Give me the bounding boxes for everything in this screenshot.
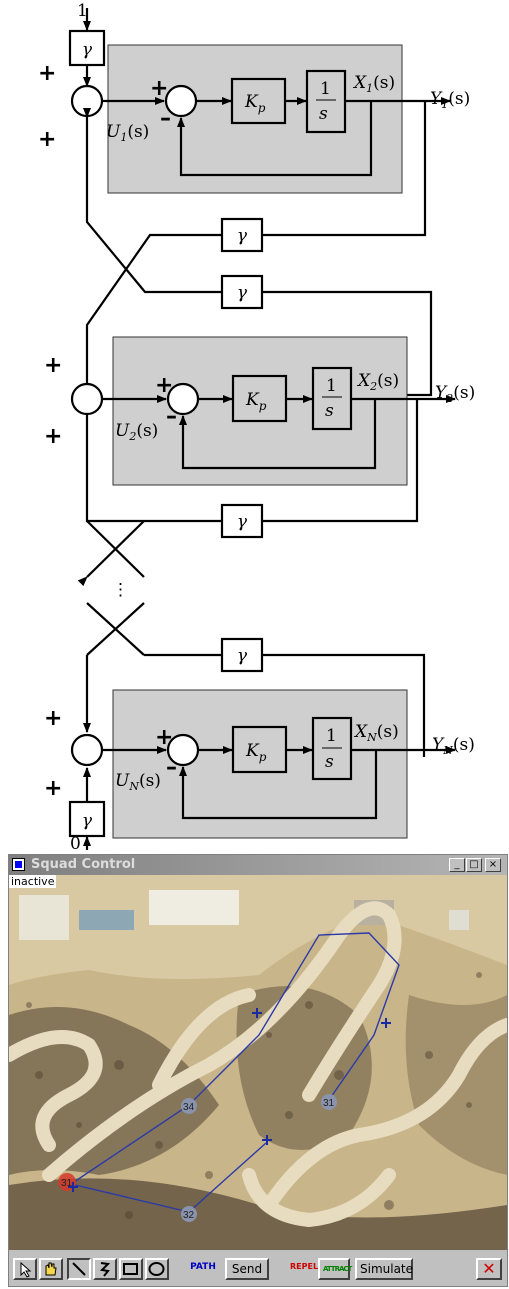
vegetation-texture xyxy=(26,972,482,1219)
svg-text:s: s xyxy=(325,401,334,421)
plus-sign: + xyxy=(38,61,56,86)
plus-sign: + xyxy=(155,725,173,750)
pointer-icon[interactable] xyxy=(13,1258,37,1280)
svg-text:YN(s): YN(s) xyxy=(432,735,475,757)
curve-icon[interactable] xyxy=(93,1258,117,1280)
svg-text:Y2(s): Y2(s) xyxy=(435,383,475,405)
summing-junction-1 xyxy=(70,84,104,118)
minimize-button[interactable]: _ xyxy=(449,858,465,872)
path-button[interactable]: PATH xyxy=(185,1258,221,1280)
signal-labels: U1(s) X1(s) Y1(s) U2(s) X2(s) Y2(s) UN(s… xyxy=(106,73,475,793)
status-label: inactive xyxy=(9,875,57,888)
svg-text:31: 31 xyxy=(323,1098,335,1109)
gamma-label: γ xyxy=(237,283,248,303)
plus-sign: + xyxy=(155,373,173,398)
minus-sign: – xyxy=(166,755,177,780)
ellipse-icon[interactable] xyxy=(145,1258,169,1280)
attract-button[interactable]: ATTRACT xyxy=(318,1258,352,1280)
svg-text:X2(s): X2(s) xyxy=(356,371,399,393)
integrator-block-2 xyxy=(311,366,353,431)
ellipsis: ⋮ xyxy=(112,580,129,600)
svg-text:Kp: Kp xyxy=(245,390,267,413)
send-button[interactable]: Send xyxy=(225,1258,269,1280)
waypoint-markers[interactable]: 31 34 31 32 xyxy=(58,1008,391,1222)
hand-icon[interactable] xyxy=(39,1258,63,1280)
gamma-gain-top xyxy=(68,29,106,67)
kp-label: Kp Kp Kp xyxy=(244,92,267,764)
simulate-button[interactable]: Simulate xyxy=(355,1258,413,1280)
plus-sign: + xyxy=(44,353,62,378)
window-title: Squad Control xyxy=(31,857,136,872)
svg-text:Kp: Kp xyxy=(245,741,267,764)
kp-block-2 xyxy=(231,374,288,423)
svg-text:34: 34 xyxy=(183,1102,195,1113)
kp-block-1 xyxy=(230,77,287,125)
kp-block-n xyxy=(231,725,288,774)
svg-text:1: 1 xyxy=(326,726,337,746)
maximize-button[interactable]: □ xyxy=(466,858,482,872)
svg-text:32: 32 xyxy=(183,1210,195,1221)
plus-sign: + xyxy=(44,706,62,731)
gamma-label: γ xyxy=(237,226,248,246)
gamma-gain-bottom xyxy=(68,800,106,838)
svg-text:Kp: Kp xyxy=(244,92,266,115)
svg-text:1: 1 xyxy=(320,79,331,99)
red-x-icon[interactable]: ✕ xyxy=(476,1258,502,1280)
gamma-label: γ xyxy=(82,40,93,60)
gamma-gain-2 xyxy=(220,274,264,310)
bottom-input-label: 0 xyxy=(70,834,81,850)
svg-text:U1(s): U1(s) xyxy=(106,122,149,144)
repel-button[interactable]: REPEL xyxy=(287,1258,319,1280)
svg-text:Y1(s): Y1(s) xyxy=(430,89,470,111)
svg-text:1: 1 xyxy=(326,376,337,396)
gamma-label: γ xyxy=(82,811,93,831)
minus-sign: – xyxy=(166,404,177,429)
plus-sign: + xyxy=(38,127,56,152)
plus-sign: + xyxy=(44,776,62,801)
svg-text:X1(s): X1(s) xyxy=(352,73,395,95)
summing-junction-n xyxy=(70,733,104,767)
svg-text:UN(s): UN(s) xyxy=(115,771,161,793)
summing-junction-2 xyxy=(70,382,104,416)
svg-text:s: s xyxy=(319,104,328,124)
svg-text:U2(s): U2(s) xyxy=(115,421,158,443)
top-input-label: 1 xyxy=(77,1,88,21)
minus-sign: – xyxy=(160,106,171,131)
app-icon xyxy=(12,858,25,871)
close-button[interactable]: × xyxy=(485,858,501,872)
svg-text:31: 31 xyxy=(61,1178,73,1189)
gamma-label: γ xyxy=(237,646,248,666)
planned-paths xyxy=(70,932,400,1213)
toolbar: PATH Send REPEL ATTRACT Simulate ✕ xyxy=(9,1252,507,1286)
block-diagram: 1 0 γ γ γ γ γ γ + + + – + + + – + + + – … xyxy=(38,1,475,850)
plus-sign: + xyxy=(150,76,168,101)
integrator-label: 1 s 1 s 1 s xyxy=(316,79,342,772)
plus-sign: + xyxy=(44,424,62,449)
gamma-label: γ xyxy=(237,512,248,532)
title-bar[interactable]: Squad Control _ □ × xyxy=(9,855,507,875)
line-icon[interactable] xyxy=(67,1258,91,1280)
rectangle-icon[interactable] xyxy=(119,1258,143,1280)
squad-control-window: Squad Control _ □ × inactive xyxy=(8,854,508,1287)
aerial-map[interactable]: 31 34 31 32 xyxy=(9,875,507,1250)
svg-text:s: s xyxy=(325,752,334,772)
svg-text:XN(s): XN(s) xyxy=(353,722,399,744)
